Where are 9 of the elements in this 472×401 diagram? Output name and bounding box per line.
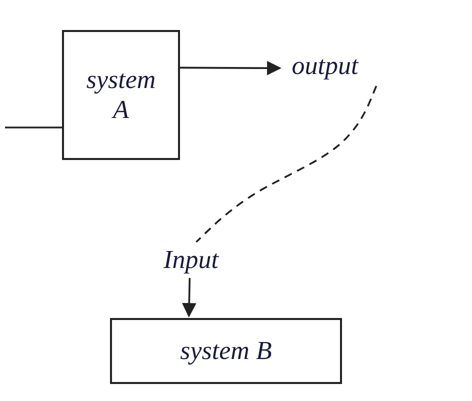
system-box xyxy=(110,318,342,384)
system-box xyxy=(62,30,180,160)
arrow xyxy=(182,278,196,318)
box-label: system A xyxy=(85,65,157,125)
signal-label: Input xyxy=(164,245,218,275)
signal-label: output xyxy=(292,51,358,81)
box-label: system B xyxy=(179,336,273,366)
arrow xyxy=(180,60,282,76)
dashed-connector xyxy=(196,86,378,243)
